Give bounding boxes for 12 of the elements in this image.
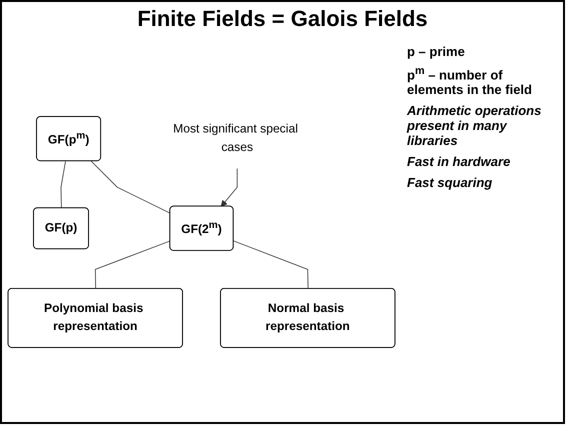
note-text: p – prime	[407, 44, 466, 59]
node-text: Most significant special cases	[173, 122, 298, 154]
note-text: p$^{m}$ – number of elements in the field	[407, 65, 533, 98]
note-text: Fast in hardware	[407, 154, 512, 170]
connector	[94, 240, 171, 289]
title: Finite Fields = Galois Fields	[136, 6, 429, 32]
arrow	[220, 168, 238, 207]
note-text: Arithmetic operations present in many libraries	[407, 103, 542, 148]
connector	[60, 160, 66, 208]
note-text: Fast squaring	[407, 175, 494, 190]
connector	[233, 240, 308, 289]
connector	[90, 160, 171, 214]
